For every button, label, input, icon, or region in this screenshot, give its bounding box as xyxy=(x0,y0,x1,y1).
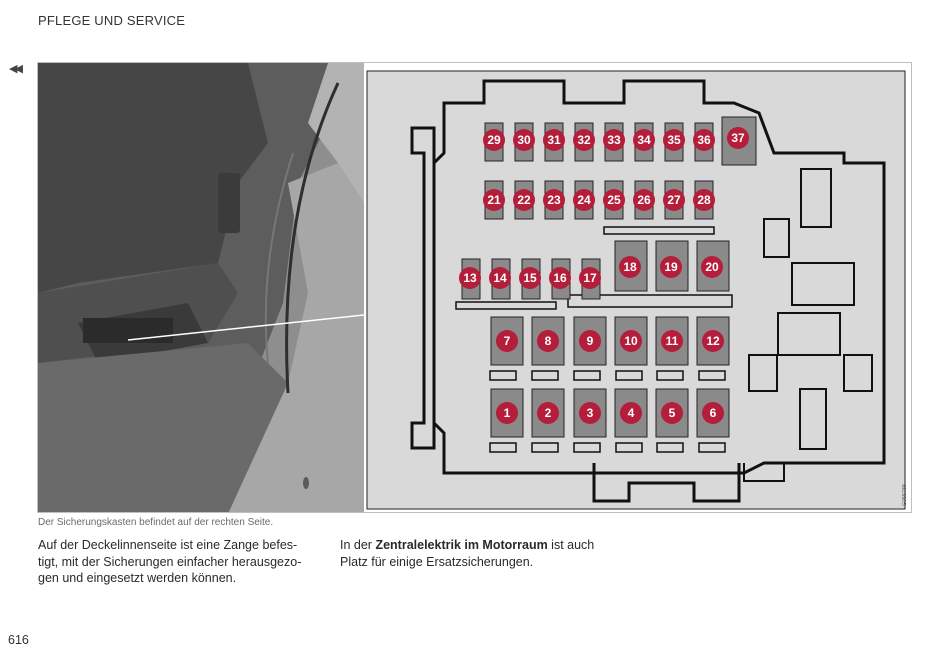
svg-text:20: 20 xyxy=(705,260,719,274)
fuse-35: 35 xyxy=(663,122,685,162)
fuse-29: 29 xyxy=(483,122,505,162)
fuse-21: 21 xyxy=(483,180,505,220)
fuse-1: 1 xyxy=(490,388,524,438)
page-number: 616 xyxy=(8,633,29,647)
fuse-33: 33 xyxy=(603,122,625,162)
svg-text:35: 35 xyxy=(667,133,681,147)
fuse-7: 7 xyxy=(490,316,524,366)
svg-text:32: 32 xyxy=(577,133,591,147)
fuse-27: 27 xyxy=(663,180,685,220)
trunk-photo xyxy=(38,63,364,512)
svg-text:18: 18 xyxy=(623,260,637,274)
fuse-17: 17 xyxy=(579,258,601,300)
fuse-row-1: 29 30 31 32 33 34 35 36 37 xyxy=(483,116,757,166)
fuse-row-5: 1 2 3 4 5 6 xyxy=(490,388,730,438)
svg-text:13: 13 xyxy=(463,271,477,285)
svg-text:3: 3 xyxy=(587,406,594,420)
svg-text:21: 21 xyxy=(487,193,501,207)
fuse-32: 32 xyxy=(573,122,595,162)
svg-text:24: 24 xyxy=(577,193,591,207)
right-paragraph-bold: Zentralelektrik im Motorraum xyxy=(375,538,548,552)
fuse-15: 15 xyxy=(519,258,541,300)
fuse-23: 23 xyxy=(543,180,565,220)
fuse-6: 6 xyxy=(696,388,730,438)
fuse-28: 28 xyxy=(693,180,715,220)
fuse-row-3: 13 14 15 16 17 18 19 20 xyxy=(459,240,730,300)
fuse-8: 8 xyxy=(531,316,565,366)
figure-caption: Der Sicherungskasten befindet auf der re… xyxy=(38,517,274,528)
fuse-row-4: 7 8 9 10 11 12 xyxy=(490,316,730,366)
svg-text:12: 12 xyxy=(706,334,720,348)
svg-text:2: 2 xyxy=(545,406,552,420)
fuse-34: 34 xyxy=(633,122,655,162)
figure-reference-code: G055788 xyxy=(902,484,908,506)
fuse-9: 9 xyxy=(573,316,607,366)
fuse-18: 18 xyxy=(614,240,648,292)
svg-text:14: 14 xyxy=(493,271,507,285)
fuse-row-2: 21 22 23 24 25 26 27 28 xyxy=(483,180,715,220)
svg-text:19: 19 xyxy=(664,260,678,274)
fuse-2: 2 xyxy=(531,388,565,438)
svg-text:30: 30 xyxy=(517,133,531,147)
svg-text:15: 15 xyxy=(523,271,537,285)
fuse-12: 12 xyxy=(696,316,730,366)
svg-text:11: 11 xyxy=(666,334,679,348)
svg-text:31: 31 xyxy=(547,133,561,147)
right-paragraph-before: In der xyxy=(340,538,376,552)
svg-text:23: 23 xyxy=(547,193,561,207)
svg-text:25: 25 xyxy=(607,193,621,207)
fuse-20: 20 xyxy=(696,240,730,292)
fuse-31: 31 xyxy=(543,122,565,162)
fuse-26: 26 xyxy=(633,180,655,220)
fuse-4: 4 xyxy=(614,388,648,438)
fuse-36: 36 xyxy=(693,122,715,162)
svg-text:33: 33 xyxy=(607,133,621,147)
svg-text:26: 26 xyxy=(637,193,651,207)
svg-text:8: 8 xyxy=(545,334,552,348)
fuse-22: 22 xyxy=(513,180,535,220)
svg-text:16: 16 xyxy=(553,271,567,285)
svg-text:4: 4 xyxy=(628,406,635,420)
right-paragraph-after: ist auch Platz für einige Ersatzsicherun… xyxy=(340,538,595,569)
fuse-25: 25 xyxy=(603,180,625,220)
svg-text:27: 27 xyxy=(667,193,681,207)
fuse-11: 11 xyxy=(655,316,689,366)
fuse-24: 24 xyxy=(573,180,595,220)
fuse-19: 19 xyxy=(655,240,689,292)
fuse-3: 3 xyxy=(573,388,607,438)
fuse-box-figure: 29 30 31 32 33 34 35 36 37 21 22 23 24 2… xyxy=(37,62,912,513)
svg-text:7: 7 xyxy=(504,334,511,348)
svg-text:9: 9 xyxy=(587,334,594,348)
fuse-14: 14 xyxy=(489,258,511,300)
fuse-13: 13 xyxy=(459,258,481,300)
fuse-16: 16 xyxy=(549,258,571,300)
svg-text:6: 6 xyxy=(710,406,717,420)
fuse-box-diagram: 29 30 31 32 33 34 35 36 37 21 22 23 24 2… xyxy=(366,70,906,510)
section-title: PFLEGE UND SERVICE xyxy=(38,13,186,28)
svg-text:37: 37 xyxy=(731,131,745,145)
svg-text:28: 28 xyxy=(697,193,711,207)
fuse-10: 10 xyxy=(614,316,648,366)
svg-text:22: 22 xyxy=(517,193,531,207)
svg-text:29: 29 xyxy=(487,133,501,147)
fuse-37: 37 xyxy=(721,116,757,166)
svg-text:10: 10 xyxy=(624,334,638,348)
svg-text:1: 1 xyxy=(504,406,511,420)
svg-text:36: 36 xyxy=(697,133,711,147)
right-paragraph: In der Zentralelektrik im Motorraum ist … xyxy=(340,537,620,570)
svg-text:34: 34 xyxy=(637,133,651,147)
fuse-5: 5 xyxy=(655,388,689,438)
double-chevron-left-icon[interactable]: ◀◀ xyxy=(9,63,23,75)
left-paragraph: Auf der Deckelinnenseite ist eine Zange … xyxy=(38,538,302,585)
fuse-30: 30 xyxy=(513,122,535,162)
svg-text:17: 17 xyxy=(583,271,597,285)
svg-text:5: 5 xyxy=(669,406,676,420)
